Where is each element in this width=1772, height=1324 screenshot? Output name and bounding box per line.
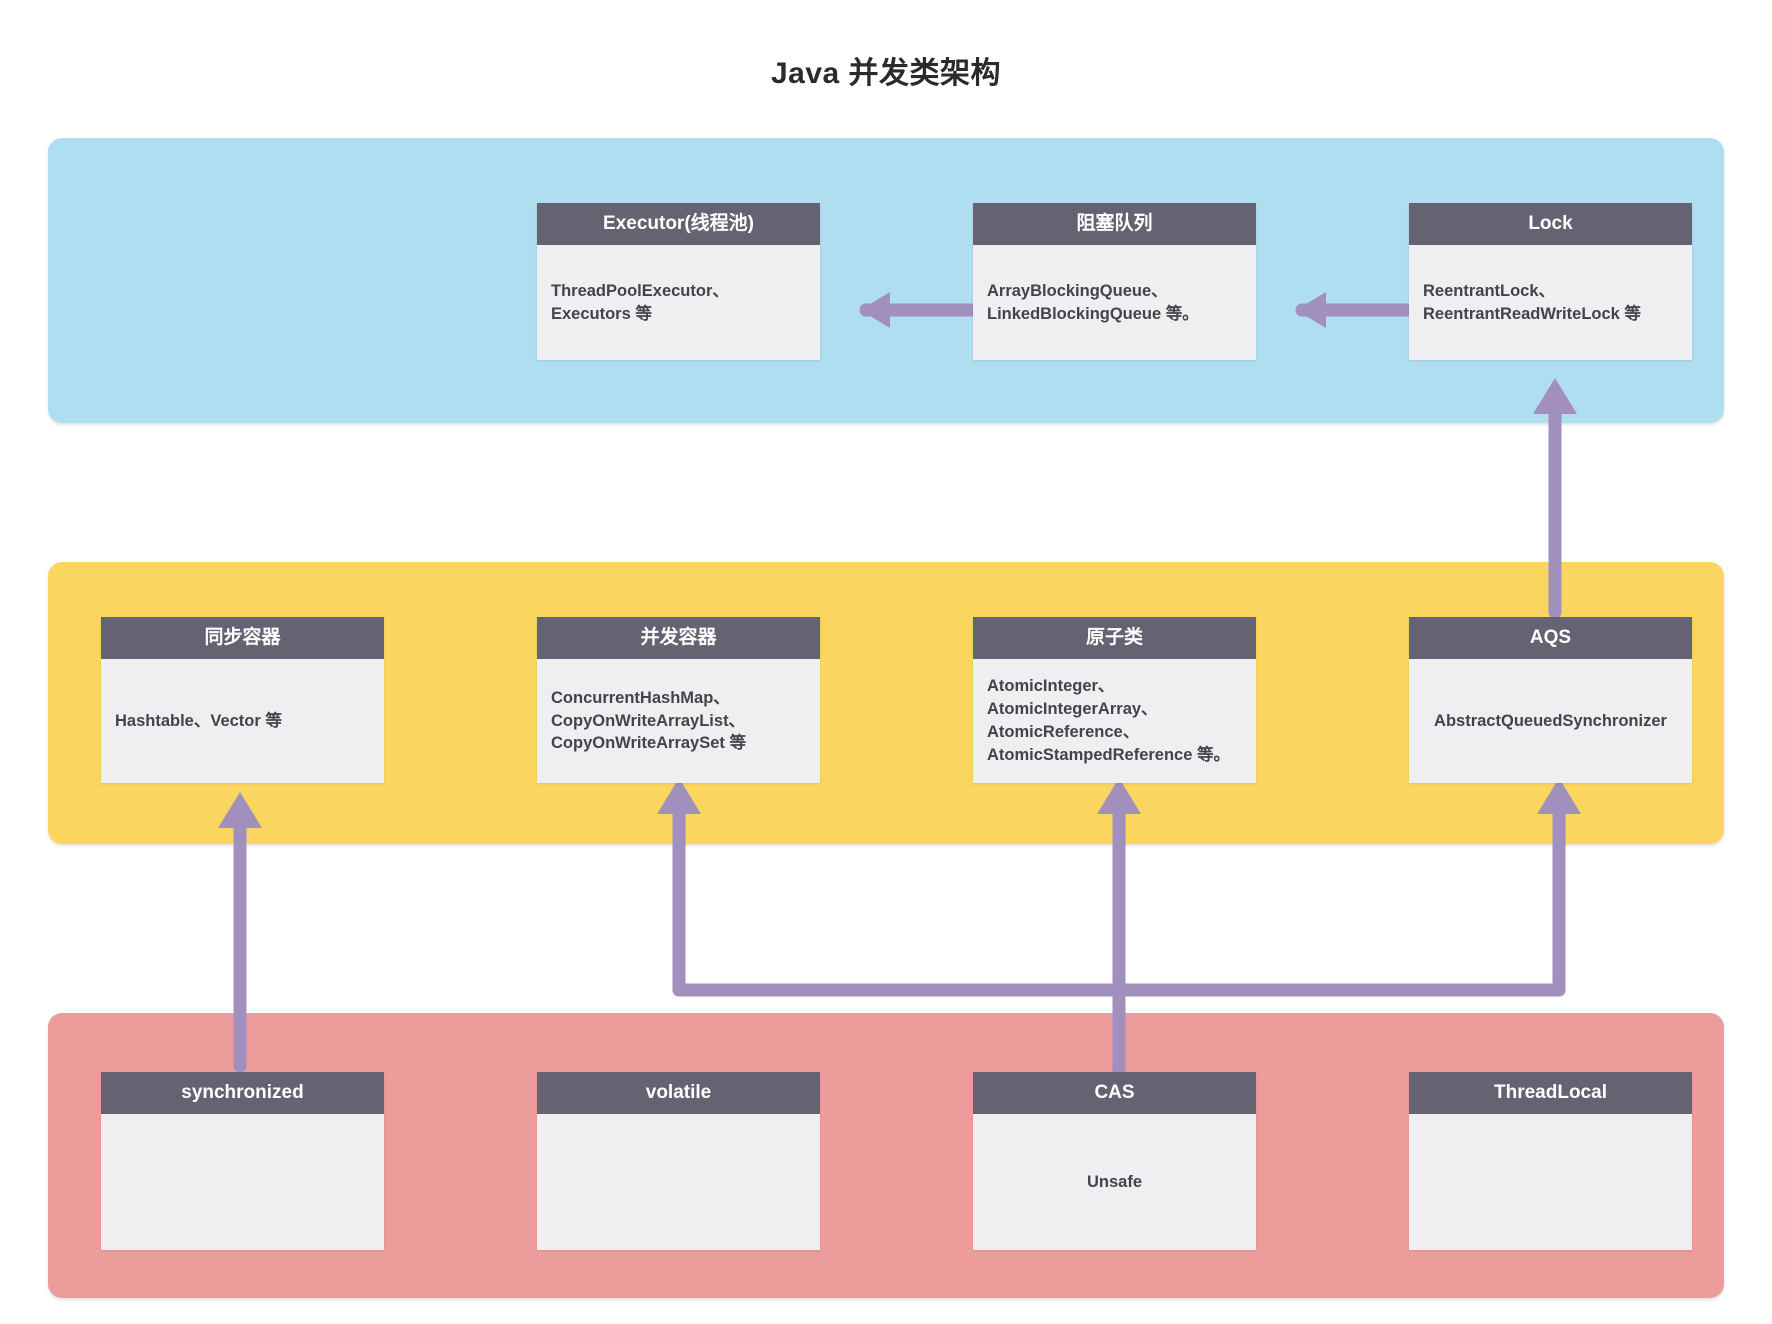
card-blocking-queue-body: ArrayBlockingQueue、 LinkedBlockingQueue … (973, 245, 1256, 360)
card-atomic-line-0: AtomicInteger、 (987, 677, 1115, 696)
card-atomic-line-3: AtomicStampedReference 等。 (987, 745, 1230, 764)
card-threadlocal-body (1409, 1114, 1692, 1250)
card-lock[interactable]: Lock ReentrantLock、 ReentrantReadWriteLo… (1409, 203, 1692, 360)
card-aqs-title: AQS (1409, 617, 1692, 659)
card-executor-line-1: Executors 等 (551, 304, 652, 323)
card-volatile[interactable]: volatile (537, 1072, 820, 1250)
card-sync-container-body: Hashtable、Vector 等 (101, 659, 384, 783)
card-atomic-line-1: AtomicIntegerArray、 (987, 700, 1158, 719)
card-atomic-body: AtomicInteger、 AtomicIntegerArray、 Atomi… (973, 659, 1256, 783)
card-blocking-queue-title: 阻塞队列 (973, 203, 1256, 245)
card-sync-container-title: 同步容器 (101, 617, 384, 659)
card-sync-container[interactable]: 同步容器 Hashtable、Vector 等 (101, 617, 384, 783)
card-volatile-title: volatile (537, 1072, 820, 1114)
card-concurrent-container-line-1: CopyOnWriteArrayList、 (551, 711, 746, 730)
card-blocking-queue-line-1: LinkedBlockingQueue 等。 (987, 304, 1199, 323)
card-aqs[interactable]: AQS AbstractQueuedSynchronizer (1409, 617, 1692, 783)
card-lock-line-0: ReentrantLock、 (1423, 281, 1556, 300)
card-threadlocal-title: ThreadLocal (1409, 1072, 1692, 1114)
card-lock-title: Lock (1409, 203, 1692, 245)
card-lock-body: ReentrantLock、 ReentrantReadWriteLock 等 (1409, 245, 1692, 360)
card-blocking-queue[interactable]: 阻塞队列 ArrayBlockingQueue、 LinkedBlockingQ… (973, 203, 1256, 360)
card-concurrent-container-line-2: CopyOnWriteArraySet 等 (551, 734, 746, 753)
card-sync-container-line-0: Hashtable、Vector 等 (115, 711, 282, 730)
card-cas-body: Unsafe (973, 1114, 1256, 1250)
page-title: Java 并发类架构 (770, 57, 1002, 90)
card-cas[interactable]: CAS Unsafe (973, 1072, 1256, 1250)
card-threadlocal[interactable]: ThreadLocal (1409, 1072, 1692, 1250)
card-concurrent-container-body: ConcurrentHashMap、 CopyOnWriteArrayList、… (537, 659, 820, 783)
card-atomic-title: 原子类 (973, 617, 1256, 659)
card-synchronized-title: synchronized (101, 1072, 384, 1114)
card-aqs-body: AbstractQueuedSynchronizer (1409, 659, 1692, 783)
card-aqs-line-0: AbstractQueuedSynchronizer (1434, 711, 1667, 730)
card-cas-line-0: Unsafe (1086, 1172, 1143, 1191)
card-volatile-body (537, 1114, 820, 1250)
card-synchronized[interactable]: synchronized (101, 1072, 384, 1250)
card-atomic[interactable]: 原子类 AtomicInteger、 AtomicIntegerArray、 A… (973, 617, 1256, 783)
card-concurrent-container-line-0: ConcurrentHashMap、 (551, 688, 730, 707)
card-cas-title: CAS (973, 1072, 1256, 1114)
card-synchronized-body (101, 1114, 384, 1250)
card-executor-line-0: ThreadPoolExecutor、 (551, 281, 729, 300)
card-executor-body: ThreadPoolExecutor、 Executors 等 (537, 245, 820, 360)
card-blocking-queue-line-0: ArrayBlockingQueue、 (987, 281, 1168, 300)
card-concurrent-container[interactable]: 并发容器 ConcurrentHashMap、 CopyOnWriteArray… (537, 617, 820, 783)
card-executor[interactable]: Executor(线程池) ThreadPoolExecutor、 Execut… (537, 203, 820, 360)
card-concurrent-container-title: 并发容器 (537, 617, 820, 659)
card-lock-line-1: ReentrantReadWriteLock 等 (1423, 304, 1641, 323)
card-executor-title: Executor(线程池) (537, 203, 820, 245)
card-atomic-line-2: AtomicReference、 (987, 723, 1140, 741)
